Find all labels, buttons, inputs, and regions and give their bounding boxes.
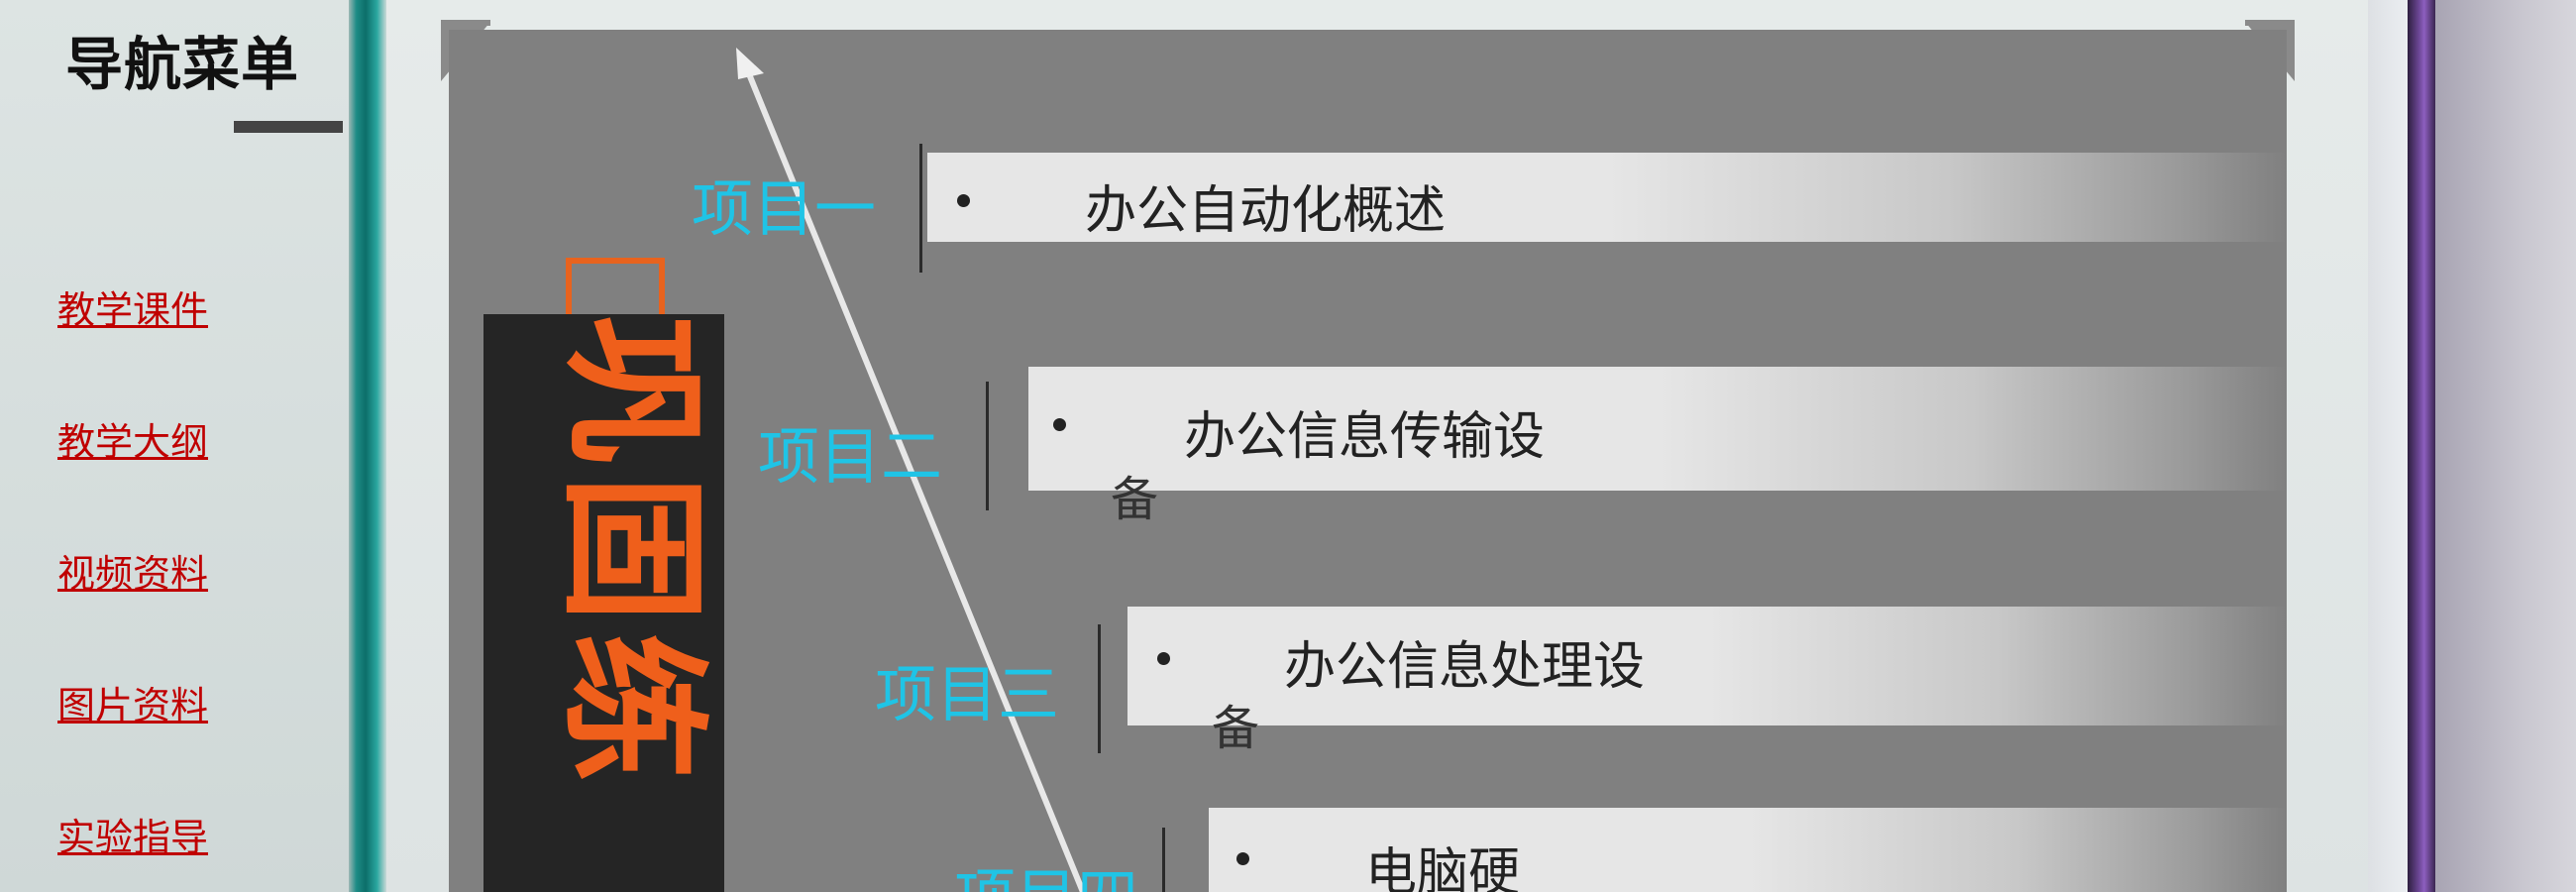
- arrow-head-icon: [736, 48, 764, 79]
- project-3-divider: [1098, 624, 1101, 753]
- project-3-text-wrap: 备: [1212, 701, 1260, 756]
- project-3-bullet: [1157, 652, 1170, 665]
- nav-title-underline: [234, 121, 343, 133]
- arrow-line: [740, 57, 1086, 892]
- navigation-panel: 导航菜单 教学课件 教学大纲 视频资料 图片资料 实验指导: [0, 0, 349, 892]
- project-4-bullet: [1236, 852, 1249, 865]
- side-title-bracket: [566, 258, 665, 315]
- nav-link-courseware[interactable]: 教学课件: [57, 288, 209, 332]
- project-1-label[interactable]: 项目一: [692, 172, 877, 245]
- timeline-arrow: [736, 48, 1086, 892]
- project-2-bar[interactable]: [1028, 367, 2287, 491]
- project-3-text: 办公信息处理设: [1284, 637, 1646, 697]
- side-title: 巩固练: [545, 315, 718, 792]
- nav-link-images[interactable]: 图片资料: [57, 684, 209, 727]
- project-2-text: 办公信息传输设: [1184, 407, 1546, 467]
- project-2-divider: [986, 382, 989, 510]
- project-3-label[interactable]: 项目三: [875, 658, 1060, 730]
- slide-content: 巩固练 项目一 办公自动化概述 项目二 办公信息传输设 备 项目三 办公信息处理…: [449, 30, 2287, 892]
- nav-link-videos[interactable]: 视频资料: [57, 552, 209, 596]
- nav-link-lab-guide[interactable]: 实验指导: [57, 816, 209, 859]
- project-1-divider: [919, 144, 922, 273]
- nav-link-syllabus[interactable]: 教学大纲: [57, 420, 209, 464]
- nav-title: 导航菜单: [65, 31, 300, 98]
- project-4-divider: [1162, 828, 1165, 892]
- project-3-bar[interactable]: [1127, 607, 2287, 725]
- project-4-text: 电脑硬: [1365, 843, 1521, 892]
- project-2-text-wrap: 备: [1111, 472, 1159, 527]
- side-title-block: [483, 314, 724, 892]
- project-2-label[interactable]: 项目二: [758, 420, 943, 493]
- project-1-bullet: [957, 194, 970, 207]
- project-2-bullet: [1053, 418, 1066, 431]
- right-frame-edge: [2368, 0, 2408, 892]
- right-background: [2435, 0, 2576, 892]
- teal-divider: [349, 0, 386, 892]
- project-1-bar[interactable]: [927, 153, 2287, 242]
- purple-divider: [2408, 0, 2435, 892]
- project-4-bar[interactable]: [1209, 808, 2287, 892]
- project-1-text: 办公自动化概述: [1085, 181, 1447, 241]
- project-4-label[interactable]: 项目四: [954, 847, 1138, 892]
